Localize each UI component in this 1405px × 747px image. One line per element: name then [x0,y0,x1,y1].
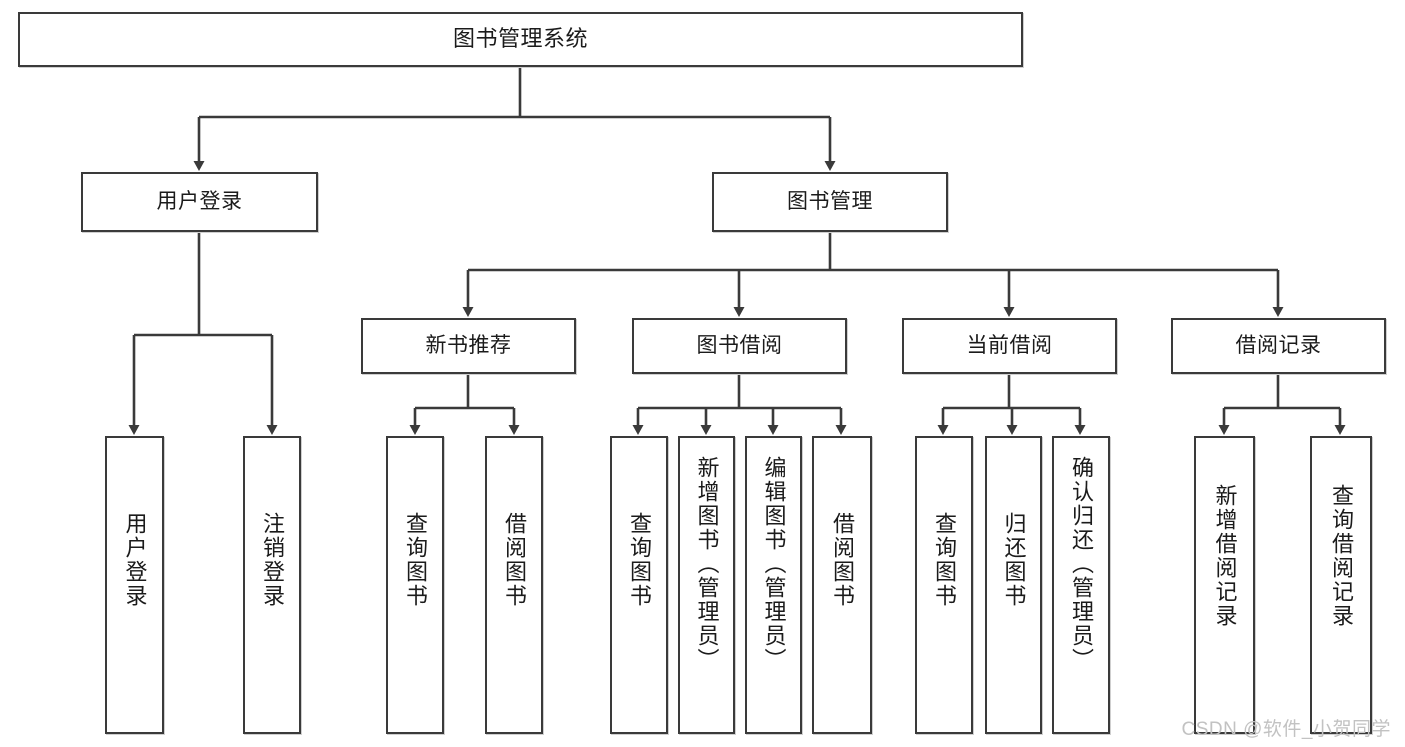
leaf-book-borrow-borrow-book[interactable]: 借阅图书 [812,436,872,734]
node-borrow-record[interactable]: 借阅记录 [1171,318,1386,374]
node-borrow-record-label: 借阅记录 [1235,334,1322,358]
leaf-label: 借阅图书 [829,512,855,608]
leaf-label: 查询借阅记录 [1328,484,1354,628]
leaf-label: 编辑图书（管理员） [761,456,787,672]
leaf-label: 注销登录 [259,512,285,608]
leaf-label: 查询图书 [402,512,428,608]
node-current-borrow-label: 当前借阅 [966,334,1053,358]
leaf-label: 确认归还（管理员） [1068,456,1094,672]
leaf-current-borrow-query-book[interactable]: 查询图书 [915,436,973,734]
leaf-user-login-login[interactable]: 用户登录 [105,436,164,734]
node-root-label: 图书管理系统 [452,26,588,52]
leaf-label: 用户登录 [122,512,148,608]
node-book-borrow-label: 图书借阅 [696,334,783,358]
node-user-login-label: 用户登录 [156,190,243,214]
leaf-user-login-logout[interactable]: 注销登录 [243,436,301,734]
leaf-new-book-borrow-book[interactable]: 借阅图书 [485,436,543,734]
leaf-current-borrow-return-book[interactable]: 归还图书 [985,436,1042,734]
node-new-book-recommend-label: 新书推荐 [425,334,512,358]
leaf-label: 新增借阅记录 [1212,484,1238,628]
leaf-borrow-record-add-record[interactable]: 新增借阅记录 [1194,436,1255,734]
node-user-login[interactable]: 用户登录 [81,172,318,232]
leaf-current-borrow-confirm-return[interactable]: 确认归还（管理员） [1052,436,1110,734]
node-root[interactable]: 图书管理系统 [18,12,1023,67]
leaf-borrow-record-query-record[interactable]: 查询借阅记录 [1310,436,1372,734]
csdn-watermark: CSDN @软件_小贺同学 [1181,719,1391,740]
leaf-book-borrow-query-book[interactable]: 查询图书 [610,436,668,734]
leaf-label: 归还图书 [1001,512,1027,608]
leaf-label: 新增图书（管理员） [694,456,720,672]
node-book-manage[interactable]: 图书管理 [712,172,948,232]
node-new-book-recommend[interactable]: 新书推荐 [361,318,576,374]
leaf-label: 查询图书 [931,512,957,608]
leaf-new-book-query-book[interactable]: 查询图书 [386,436,444,734]
leaf-book-borrow-edit-book[interactable]: 编辑图书（管理员） [745,436,802,734]
node-book-manage-label: 图书管理 [787,190,873,214]
node-book-borrow[interactable]: 图书借阅 [632,318,847,374]
leaf-book-borrow-add-book[interactable]: 新增图书（管理员） [678,436,735,734]
leaf-label: 查询图书 [626,512,652,608]
node-current-borrow[interactable]: 当前借阅 [902,318,1117,374]
leaf-label: 借阅图书 [501,512,527,608]
